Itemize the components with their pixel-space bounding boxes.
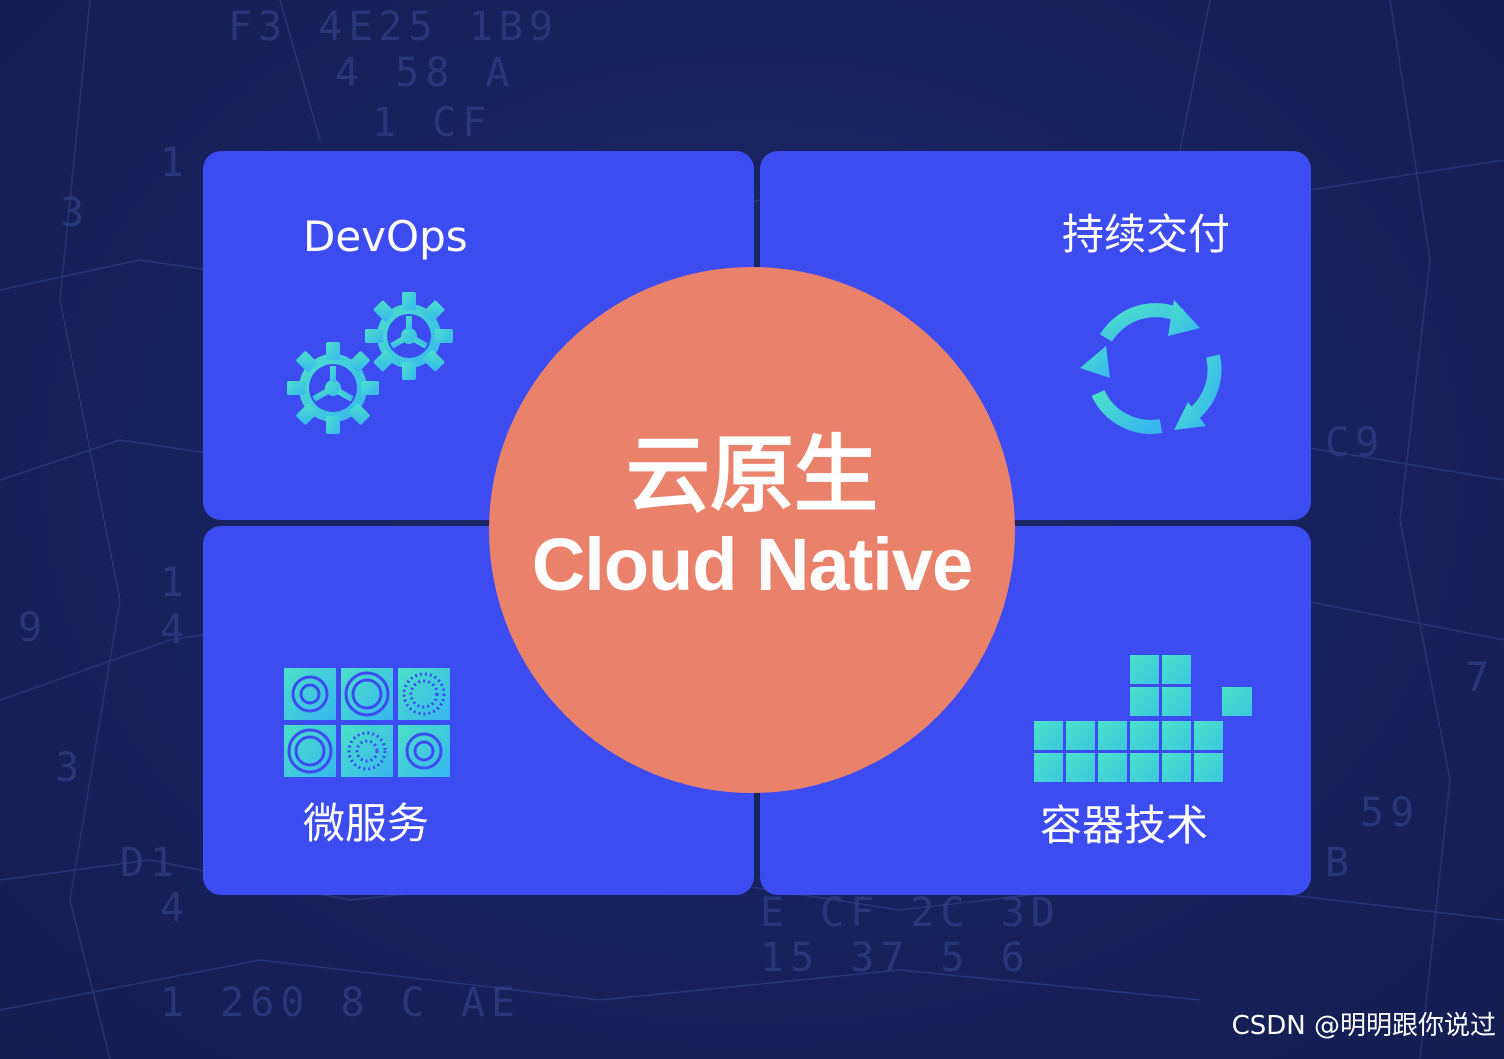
gears-icon	[287, 292, 453, 434]
quadrant-label-container-technology: 容器技术	[1040, 801, 1209, 850]
background-hex-text: 9	[18, 605, 49, 651]
background-hex-text: 1	[160, 560, 191, 606]
background-hex-text: 4	[160, 607, 191, 653]
background-hex-text: 7	[1465, 655, 1496, 701]
background-hex-text: 59	[1360, 790, 1421, 836]
background-hex-text: 1	[160, 140, 191, 186]
quadrant-label-microservices: 微服务	[303, 799, 430, 848]
quadrant-label-continuous-delivery: 持续交付	[1062, 210, 1231, 259]
refresh-cycle-icon	[1080, 300, 1222, 434]
quadrant-label-devops: DevOps	[303, 212, 468, 261]
circle-grid-icon	[284, 668, 450, 777]
background-hex-text: 4	[160, 885, 191, 931]
watermark: CSDN @明明跟你说过	[1231, 1011, 1496, 1041]
background-hex-text: C9	[1325, 420, 1386, 466]
background-hex-text: 3	[60, 190, 91, 236]
background-hex-text: E CF 2C 3D	[760, 890, 1061, 936]
container-blocks-icon	[1034, 655, 1252, 782]
background-hex-text: 15 37 5 6	[760, 935, 1031, 981]
center-circle	[489, 267, 1015, 793]
background-hex-text: D1	[120, 840, 181, 886]
background-hex-text: B	[1325, 840, 1356, 886]
center-title-cn: 云原生	[625, 426, 878, 524]
background-hex-text: 4 58 A	[335, 50, 516, 96]
center-title-en: Cloud Native	[531, 523, 973, 606]
background-hex-text: 1 260 8 C AE	[160, 980, 521, 1026]
background-hex-text: 1 CF	[372, 100, 493, 146]
background-hex-text: F3 4E25 1B9	[228, 4, 559, 50]
background-hex-text: 3	[55, 745, 86, 791]
